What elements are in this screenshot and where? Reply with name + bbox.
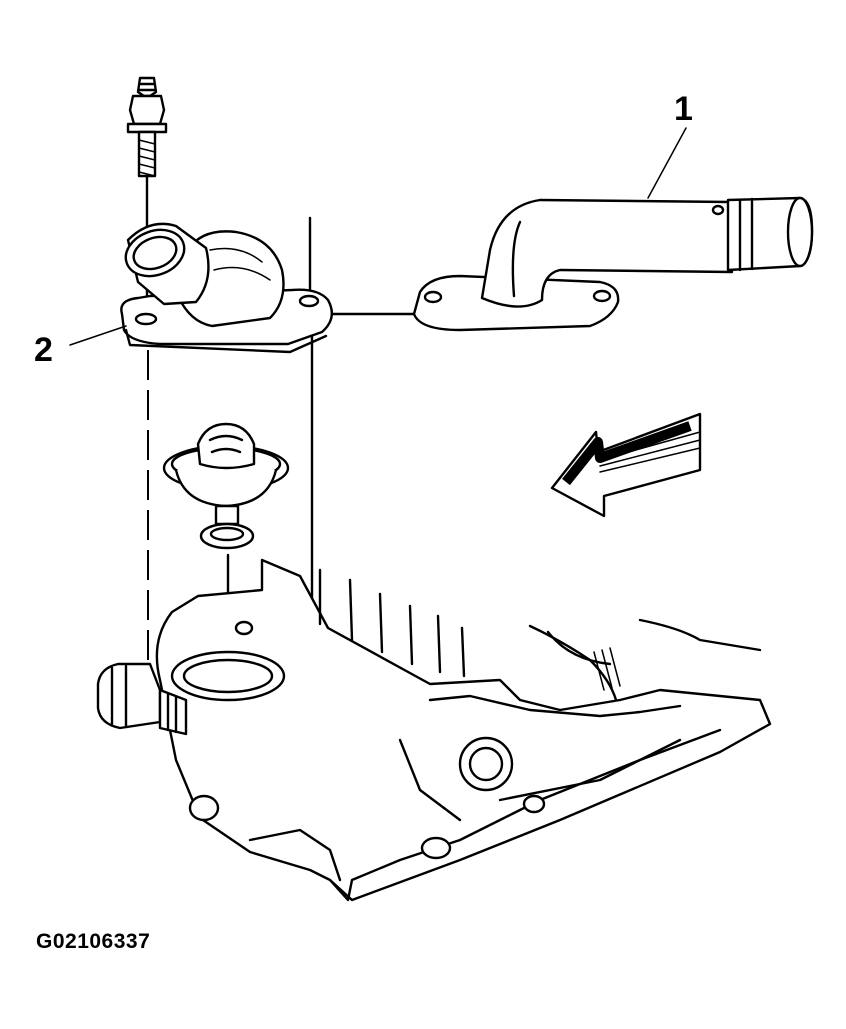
thermostat-housing [120, 222, 334, 354]
callout-1-label: 1 [674, 90, 693, 128]
water-outlet-pipe [412, 196, 814, 332]
callout-2-label: 2 [34, 331, 53, 369]
leader-lines [69, 127, 687, 346]
bolt [126, 76, 168, 178]
engine-block [96, 558, 772, 902]
figure-id: G02106337 [36, 930, 151, 953]
flow-direction-arrow [550, 412, 702, 518]
thermostat [162, 422, 290, 550]
